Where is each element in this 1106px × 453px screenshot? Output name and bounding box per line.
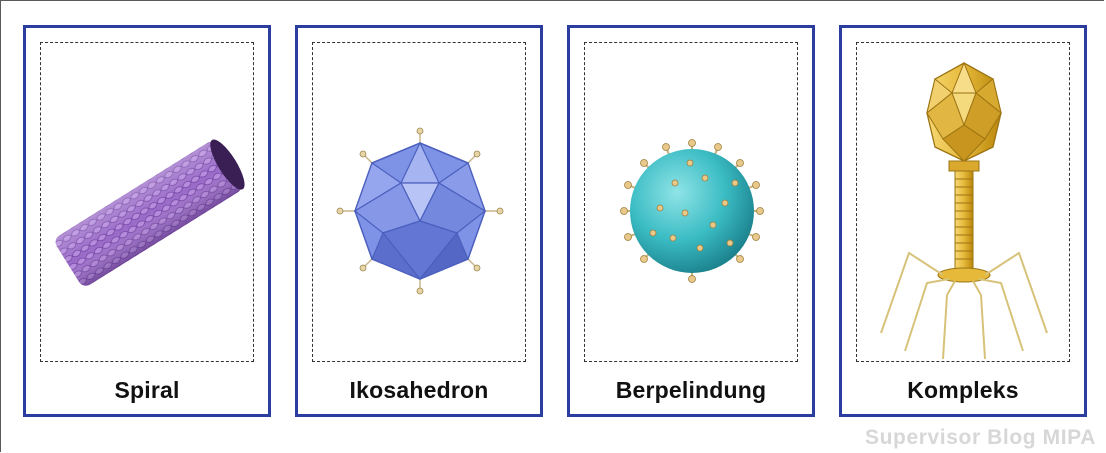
image-box [856,42,1070,362]
image-box [312,42,526,362]
image-box [40,42,254,362]
card-label: Kompleks [842,377,1084,404]
enveloped-virus-icon [585,43,799,363]
card-label: Ikosahedron [298,377,540,404]
card-spiral: Spiral [23,25,271,417]
spiral-virus-icon [41,43,255,363]
card-ikosahedron: Ikosahedron [295,25,543,417]
card-label: Spiral [26,377,268,404]
watermark: Supervisor Blog MIPA [865,426,1096,450]
complex-virus-icon [857,43,1071,363]
icosahedral-virus-icon [313,43,527,363]
card-label: Berpelindung [570,377,812,404]
image-box [584,42,798,362]
card-kompleks: Kompleks [839,25,1087,417]
card-berpelindung: Berpelindung [567,25,815,417]
